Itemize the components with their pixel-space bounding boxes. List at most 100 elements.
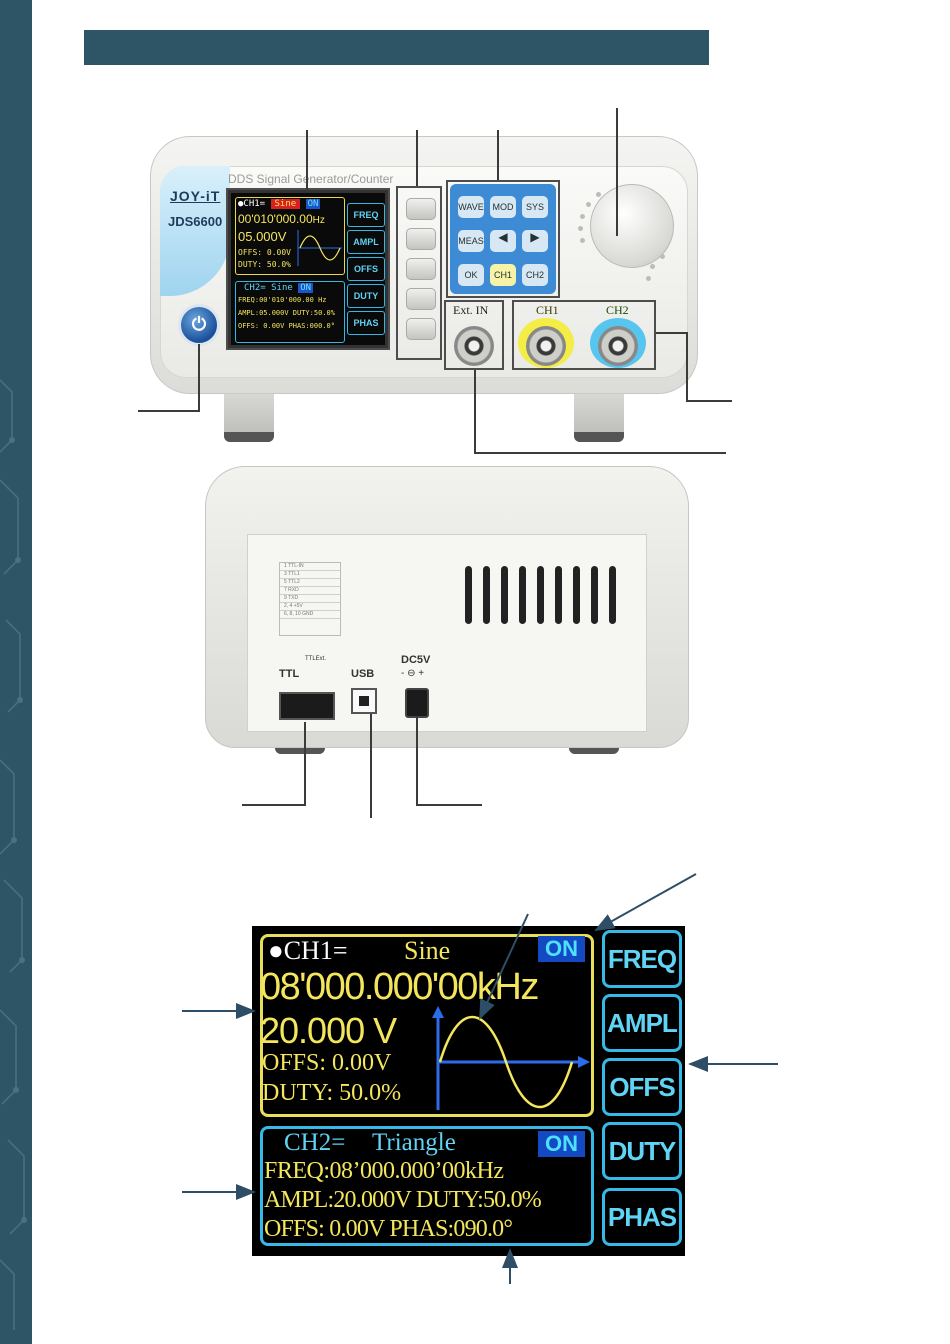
side-decor-band <box>0 0 32 1344</box>
ttl-port[interactable] <box>279 692 335 720</box>
ch2-amplitude-duty: AMPL:20.000V DUTY:50.0% <box>264 1187 542 1213</box>
ch1-offset: OFFS: 0.00V <box>262 1050 392 1076</box>
pin-row: 7 RXD <box>280 587 340 595</box>
annot-line-extin-h <box>474 452 726 454</box>
rotary-knob[interactable] <box>590 184 674 268</box>
ttl-ext-label: TTLExt. <box>305 656 327 662</box>
annot-line-keypad <box>497 130 499 180</box>
mini-ch1-offs: OFFS: 0.00V <box>238 248 291 257</box>
ch1-on-badge: ON <box>538 936 585 962</box>
knob-dot <box>596 192 601 197</box>
knob-dot <box>578 226 583 231</box>
brand-logo: JOY-iT <box>170 188 221 204</box>
ch1-key[interactable]: CH1 <box>490 264 516 286</box>
ch1-output-label: CH1 <box>536 303 559 317</box>
model-name: JDS6600 <box>168 214 223 229</box>
mini-ch1-freq: 00'010'000.00Hz <box>238 212 325 226</box>
annot-line-extin-v <box>474 370 476 454</box>
annot-line-usb <box>370 714 372 818</box>
annot-line-knob <box>616 108 618 236</box>
knob-dot <box>646 276 651 281</box>
right-arrow-key[interactable]: ▶ <box>522 230 548 252</box>
mini-ch1-on: ON <box>305 199 321 209</box>
mini-sine-wave-icon <box>297 230 342 266</box>
pin-row: 5 TTL2 <box>280 579 340 587</box>
side-key-freq: FREQ <box>602 930 682 988</box>
ch1-panel <box>260 934 594 1117</box>
knob-dot <box>580 214 585 219</box>
pin-row: 3 TTL1 <box>280 571 340 579</box>
soft-key-column <box>400 190 440 350</box>
knob-dot <box>650 264 655 269</box>
soft-keys-callout <box>396 186 442 360</box>
mini-ch2-freq: FREQ:00'010'000.00 Hz <box>238 296 327 304</box>
mini-ch1-title: ●CH1= Sine ON <box>238 199 321 209</box>
vent-slot <box>609 566 616 624</box>
annot-line-power-v <box>198 344 200 412</box>
mini-key-duty: DUTY <box>347 284 385 308</box>
front-foot-right <box>574 394 624 442</box>
mini-ch2-ampl: AMPL:05.000V DUTY:50.0% <box>238 309 335 317</box>
zoomed-display: ●CH1= Sine ON 08'000.000'00kHz 20.000 V … <box>252 926 685 1256</box>
vent-slot <box>591 566 598 624</box>
ch2-key[interactable]: CH2 <box>522 264 548 286</box>
output-callout <box>512 300 656 370</box>
front-foot-left <box>224 394 274 442</box>
annot-line-ttl-h <box>242 804 306 806</box>
soft-key-5[interactable] <box>406 318 436 340</box>
mini-key-ampl: AMPL <box>347 230 385 254</box>
ch2-title: CH2= <box>284 1129 346 1156</box>
ext-in-connector[interactable] <box>454 326 494 366</box>
vent-slot <box>573 566 580 624</box>
sys-key[interactable]: SYS <box>522 196 548 218</box>
annot-line-softkeys <box>416 130 418 186</box>
pin-row: 2, 4 +5V <box>280 603 340 611</box>
vent-slot <box>465 566 472 624</box>
ch2-frequency: FREQ:08’000.000’00kHz <box>264 1158 504 1184</box>
meas-key[interactable]: MEAS <box>458 230 484 252</box>
ch2-wave-name: Triangle <box>372 1129 456 1156</box>
soft-key-3[interactable] <box>406 258 436 280</box>
title-bar <box>84 30 709 65</box>
ch2-output-label: CH2 <box>606 303 629 317</box>
ext-in-label: Ext. IN <box>453 303 489 317</box>
soft-key-2[interactable] <box>406 228 436 250</box>
ch2-output-connector[interactable] <box>598 326 638 366</box>
product-label: DDS Signal Generator/Counter <box>228 172 394 186</box>
sine-wave-preview-icon <box>432 1006 590 1110</box>
soft-key-1[interactable] <box>406 198 436 220</box>
ch1-output-connector[interactable] <box>526 326 566 366</box>
circuit-pattern-icon <box>0 379 27 1330</box>
side-key-duty: DUTY <box>602 1122 682 1180</box>
mini-ch1-panel: ●CH1= Sine ON 00'010'000.00Hz 05.000V OF… <box>235 197 345 275</box>
left-arrow-key[interactable]: ◀ <box>490 230 516 252</box>
annot-line-dc-h <box>416 804 482 806</box>
side-key-ampl: AMPL <box>602 994 682 1052</box>
usb-port[interactable] <box>351 688 377 714</box>
ch1-amplitude: 20.000 V <box>260 1010 397 1051</box>
dc-power-port[interactable] <box>405 688 429 718</box>
pin-table: 1 TTL-IN 3 TTL1 5 TTL2 7 RXD 9 TXD 2, 4 … <box>279 562 341 636</box>
soft-key-4[interactable] <box>406 288 436 310</box>
annot-line-dc-v <box>416 716 418 806</box>
power-button[interactable]: ⏻ <box>178 304 220 346</box>
back-device: 1 TTL-IN 3 TTL1 5 TTL2 7 RXD 9 TXD 2, 4 … <box>205 466 689 756</box>
mini-ch2-wave: Sine <box>271 283 293 293</box>
ch1-title: ●CH1= <box>268 936 348 965</box>
annot-line-ttl-v <box>304 722 306 806</box>
ch2-offset-phase: OFFS: 0.00V PHAS:090.0° <box>264 1216 513 1242</box>
ok-key[interactable]: OK <box>458 264 484 286</box>
vent-slot <box>501 566 508 624</box>
ext-in-callout <box>444 300 504 370</box>
ch1-wave-name: Sine <box>404 936 451 965</box>
vent-slot <box>537 566 544 624</box>
mod-key[interactable]: MOD <box>490 196 516 218</box>
vent-slot <box>519 566 526 624</box>
mini-ch1-ampl: 05.000V <box>238 229 287 244</box>
wave-key[interactable]: WAVE <box>458 196 484 218</box>
vent-slot <box>555 566 562 624</box>
mini-key-offs: OFFS <box>347 257 385 281</box>
annot-line-display <box>306 130 308 192</box>
ch2-on-badge: ON <box>538 1131 585 1157</box>
